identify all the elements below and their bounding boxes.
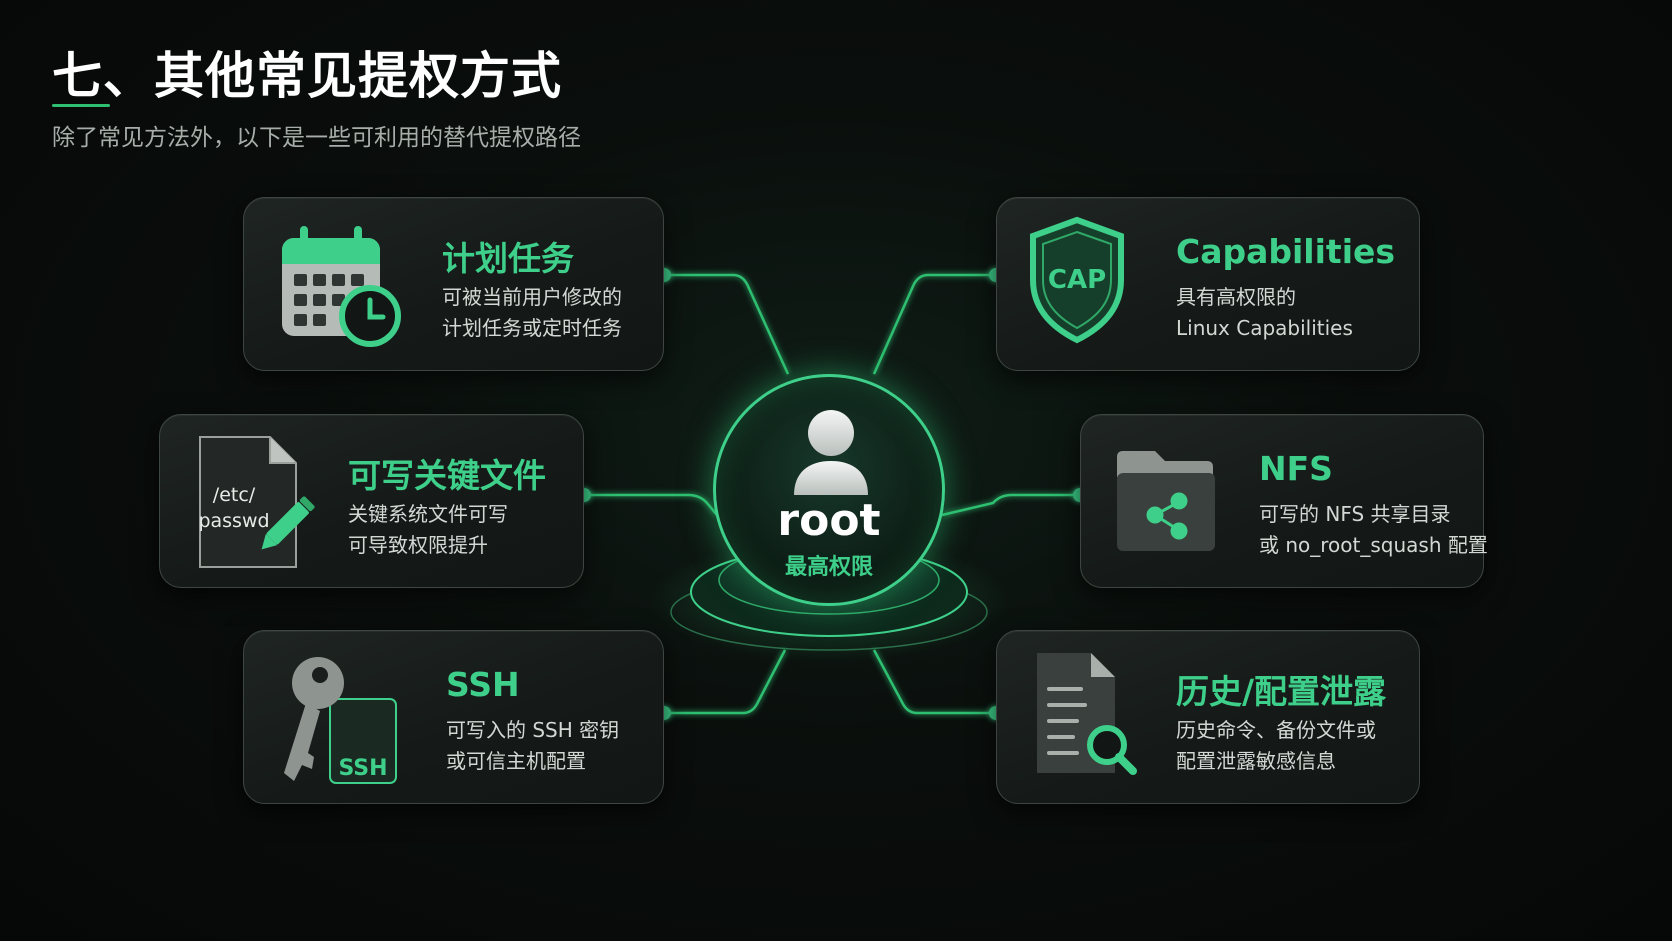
card-scheduled-tasks: 计划任务 可被当前用户修改的计划任务或定时任务 <box>243 197 664 371</box>
connector-writable-files <box>584 493 718 516</box>
icon-text: passwd <box>198 510 269 532</box>
icon-text: CAP <box>1048 265 1106 295</box>
document-search-icon <box>1027 649 1165 787</box>
card-nfs: NFS 可写的 NFS 共享目录或 no_root_squash 配置 <box>1080 414 1488 588</box>
card-ssh: SSH SSH 可写入的 SSH 密钥或可信主机配置 <box>243 630 664 804</box>
card-title: NFS <box>1259 449 1333 488</box>
card-description: 关键系统文件可写可导致权限提升 <box>348 502 508 557</box>
calendar-clock-icon <box>270 216 408 354</box>
card-writable-files: /etc/ passwd 可写关键文件 关键系统文件可写可导致权限提升 <box>159 414 584 588</box>
root-hub: root 最高权限 <box>713 374 945 606</box>
icon-text: /etc/ <box>213 484 256 506</box>
card-title: 历史/配置泄露 <box>1176 672 1387 711</box>
connector-ssh <box>664 649 787 715</box>
card-title: 计划任务 <box>442 239 574 278</box>
file-edit-icon: /etc/ passwd <box>186 433 324 571</box>
page-title: 七、其他常见提权方式 <box>52 47 562 105</box>
card-description: 可写入的 SSH 密钥或可信主机配置 <box>446 718 620 773</box>
card-description: 可写的 NFS 共享目录或 no_root_squash 配置 <box>1259 502 1488 557</box>
user-icon <box>790 407 872 499</box>
key-icon: SSH <box>270 649 408 787</box>
shared-folder-icon <box>1111 433 1249 571</box>
card-title: SSH <box>446 665 520 704</box>
connector-history <box>872 649 996 715</box>
connector-capabilities <box>872 273 996 375</box>
shield-icon: CAP <box>1027 216 1165 354</box>
hub-label: root <box>777 495 881 546</box>
title-underline <box>52 104 110 107</box>
icon-text: SSH <box>338 756 387 781</box>
card-title: Capabilities <box>1176 232 1396 271</box>
connector-nfs <box>941 493 1080 517</box>
card-description: 历史命令、备份文件或配置泄露敏感信息 <box>1176 718 1376 773</box>
page-subtitle: 除了常见方法外，以下是一些可利用的替代提权路径 <box>52 125 581 151</box>
card-title: 可写关键文件 <box>348 456 546 495</box>
hub-sublabel: 最高权限 <box>784 555 873 580</box>
connector-scheduled-tasks <box>664 273 790 375</box>
card-history-config-leak: 历史/配置泄露 历史命令、备份文件或配置泄露敏感信息 <box>996 630 1420 804</box>
card-description: 可被当前用户修改的计划任务或定时任务 <box>442 285 622 340</box>
